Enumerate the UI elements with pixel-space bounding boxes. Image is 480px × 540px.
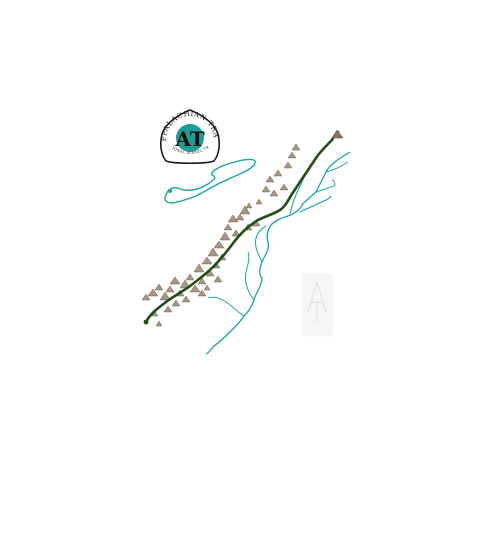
lake-dot <box>168 189 172 193</box>
chesapeake-branch <box>245 251 255 301</box>
long-island <box>299 195 332 213</box>
appalachian-trail-route <box>144 130 340 324</box>
mount-katahdin <box>331 129 344 139</box>
atlantic-coastline <box>205 151 351 355</box>
badge-monogram: AT <box>174 127 204 151</box>
at-watermark <box>301 273 333 337</box>
cape-cod <box>315 179 336 193</box>
delaware-river <box>255 225 267 263</box>
mountain-relief <box>141 143 301 327</box>
springer-mountain <box>143 319 149 325</box>
great-lakes-shoreline <box>164 158 256 204</box>
potomac-river <box>207 296 245 317</box>
maine-coast <box>325 161 349 173</box>
appalachian-trail-badge: APPALACHIAN TRAIL AT NATIONAL SCENIC TRA… <box>0 0 221 165</box>
badge-teal-disc <box>176 124 204 152</box>
